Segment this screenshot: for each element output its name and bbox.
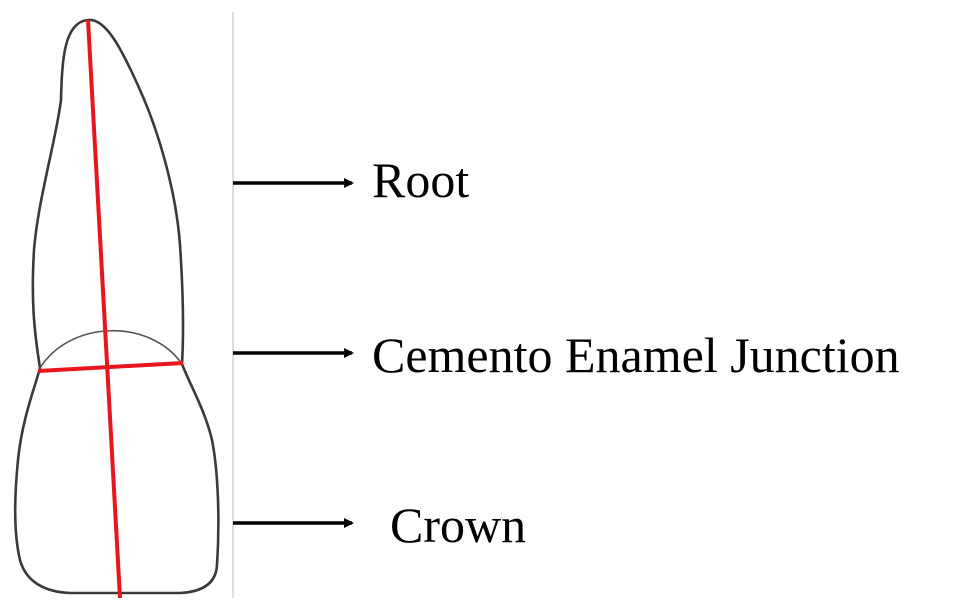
cej-label: Cemento Enamel Junction xyxy=(372,327,900,383)
long-axis-line xyxy=(86,19,122,599)
crown-label: Crown xyxy=(390,497,527,553)
cej-arc xyxy=(39,329,183,369)
root-label: Root xyxy=(372,152,470,208)
cej-line xyxy=(37,361,184,373)
tooth-outline xyxy=(13,18,220,595)
